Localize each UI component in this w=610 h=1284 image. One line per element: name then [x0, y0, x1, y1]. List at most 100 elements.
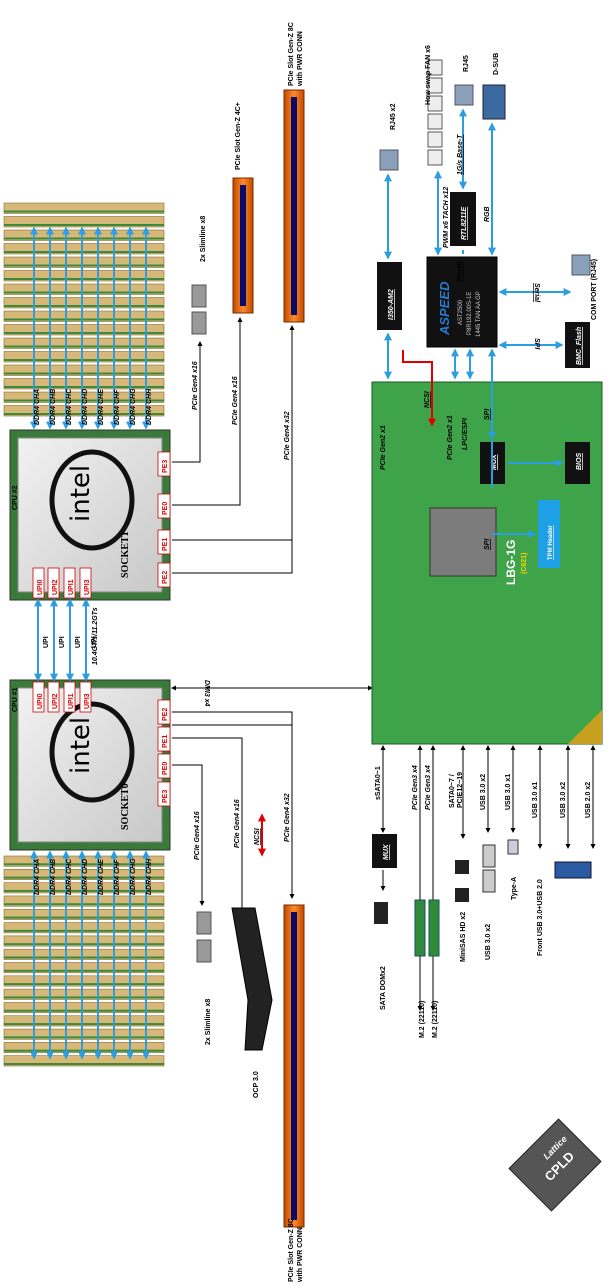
ddr-channel-label: DDR4 CHG [130, 388, 137, 425]
pe-port-label: PE0 [162, 502, 169, 515]
serial-label: Serial [533, 283, 540, 303]
tpm-label: TPM Header [548, 525, 554, 560]
spi3-label: SPI [484, 538, 491, 550]
sata-label: SATA0~7 / [449, 774, 456, 808]
port-label: UPI1 [68, 693, 75, 709]
bios-label: BIOS [576, 453, 583, 470]
ssata-label: sSATA0~1 [375, 766, 382, 800]
ddr-channel-label: DDR4 CHA [34, 389, 41, 425]
upi-link-label: UPI [43, 636, 50, 648]
usb3x2c-label: USB 3.0 x2 [560, 782, 567, 818]
ddr-channel-label: DDR4 CHC [66, 388, 73, 425]
bottom-gen4x16b: PCIe Gen4 x16 [234, 799, 241, 848]
m2a-label: M.2 (22110) [419, 1001, 426, 1038]
rj45-x2-icon [380, 150, 398, 170]
cpu2-socket: SOCKET1 [120, 531, 131, 578]
gen3a-label: PCIe Gen3 x4 [412, 765, 419, 810]
bottom-ncsi: NCSI [254, 827, 261, 845]
ddr-channel-label: DDR4 CHE [98, 389, 105, 425]
ddr-channel-label: DDR4 CHG [130, 858, 137, 895]
m2-cards [415, 900, 439, 956]
bottom-gen4x16a: PCIe Gen4 x16 [194, 811, 201, 860]
cpu2-brand: intel [66, 465, 96, 522]
lpc-label: LPC/ESPI [462, 417, 469, 450]
usb3x1b-label: USB 3.0 x1 [532, 782, 539, 818]
minisas-label: MiniSAS HD x2 [460, 912, 467, 962]
ddr-channel-label: DDR4 CHH [146, 858, 153, 895]
pch-name: LBG-1G [504, 540, 518, 585]
ddr-channel-label: DDR4 CHF [114, 859, 121, 895]
pe-port-label: PE1 [162, 538, 169, 551]
cpu1-brand: intel [66, 717, 96, 774]
typea-icon [508, 840, 518, 854]
pcie-slot-8c-top-sub: with PWR CONN [297, 31, 304, 87]
dmi-label: DMI3 x4 [203, 680, 210, 707]
ddr-channel-label: DDR4 CHA [34, 859, 41, 895]
pe-port-label: PE2 [162, 708, 169, 721]
port-label: UPI1 [68, 579, 75, 595]
mux-bottom-label: MUX [383, 843, 390, 860]
upi-link-label: UPI [75, 636, 82, 648]
rtl-label: RTL8211E [461, 206, 468, 240]
upi-speed: 10.4GT/s/11.2GTs [92, 607, 99, 665]
bmc-brand: ASPEED [437, 281, 452, 336]
bottom-gen4x32: PCIe Gen4 x32 [284, 793, 291, 842]
bmc-flash-label: BMC_Flash [576, 327, 583, 365]
spi1-label: SPI [533, 338, 540, 350]
upi-link-label: UPI [59, 636, 66, 648]
port-label: UPI2 [52, 693, 59, 709]
slimline-bottom-label: 2x Slimline x8 [205, 999, 212, 1045]
pcie-slot-4c-label: PCIe Slot Gen-Z 4C+ [235, 102, 242, 170]
com-port-icon [572, 255, 590, 275]
bmc-line1: AST2500 [458, 299, 464, 325]
port-label: UPI0 [37, 693, 44, 709]
rj45x2-label: RJ45 x2 [390, 103, 397, 130]
sata2-label: PCIE12~19 [457, 772, 464, 808]
ncsi-top-label: NCSI [424, 390, 431, 408]
slimline-top-label: 2x Slimline x8 [200, 216, 207, 262]
rj45-icon [455, 85, 473, 105]
dimm-bank-cpu2 [4, 203, 164, 416]
pcie-slot-8c-bottom-sub: with PWR CONN [297, 1227, 304, 1283]
ocp-label: OCP 3.0 [253, 1071, 260, 1098]
ddr-channel-label: DDR4 CHC [66, 858, 73, 895]
rgb-label: RGB [484, 206, 491, 222]
pcie-slot-8c-top-label: PCIe Slot Gen-Z 8C [288, 22, 295, 86]
slimline-top [192, 285, 206, 334]
usb3x2b-label: USB 3.0 x2 [485, 924, 492, 960]
top-gen4x16b: PCIe Gen4 x16 [232, 376, 239, 425]
pe-port-label: PE2 [162, 571, 169, 584]
pe-port-label: PE1 [162, 735, 169, 748]
rgmii-label: RGMII [457, 261, 464, 282]
dsub-icon [483, 85, 505, 119]
cpu1-socket: SOCKET0 [120, 783, 131, 830]
i350-label: I350-AM2 [388, 289, 395, 320]
gbe-label: 1G/s Base-T [457, 134, 464, 175]
ddr-channel-label: DDR4 CHB [50, 389, 57, 425]
dsub-label: D-SUB [493, 53, 500, 75]
gen3b-label: PCIe Gen3 x4 [425, 765, 432, 810]
ddr-channel-label: DDR4 CHD [82, 389, 89, 425]
ddr-channel-label: DDR4 CHH [146, 388, 153, 425]
ddr-channel-label: DDR4 CHD [82, 859, 89, 895]
ddr-channel-label: DDR4 CHB [50, 859, 57, 895]
port-label: UPI3 [84, 579, 91, 595]
pcie-slot-8c-bottom [284, 905, 304, 1227]
port-label: UPI0 [37, 579, 44, 595]
pe-port-label: PE3 [162, 790, 169, 803]
top-pcie-lines [172, 318, 292, 573]
pcie-slot-4c [233, 178, 253, 313]
top-gen4x16a: PCIe Gen4 x16 [192, 361, 199, 410]
rj45-label: RJ45 [463, 55, 470, 72]
usb2-label: USB 2.0 x2 [585, 782, 592, 818]
gen2a-label: PCIe Gen2 x1 [380, 425, 387, 470]
pwm-label: PWM x6 TACH x12 [443, 187, 450, 248]
cpu1-label: CPU #1 [12, 687, 19, 712]
bottom-pcie-lines [172, 712, 292, 918]
bmc-line2: P8R192.00S-1E [467, 292, 473, 335]
typea-label: Type-A [511, 877, 518, 900]
port-label: UPI3 [84, 693, 91, 709]
port-label: UPI2 [52, 579, 59, 595]
